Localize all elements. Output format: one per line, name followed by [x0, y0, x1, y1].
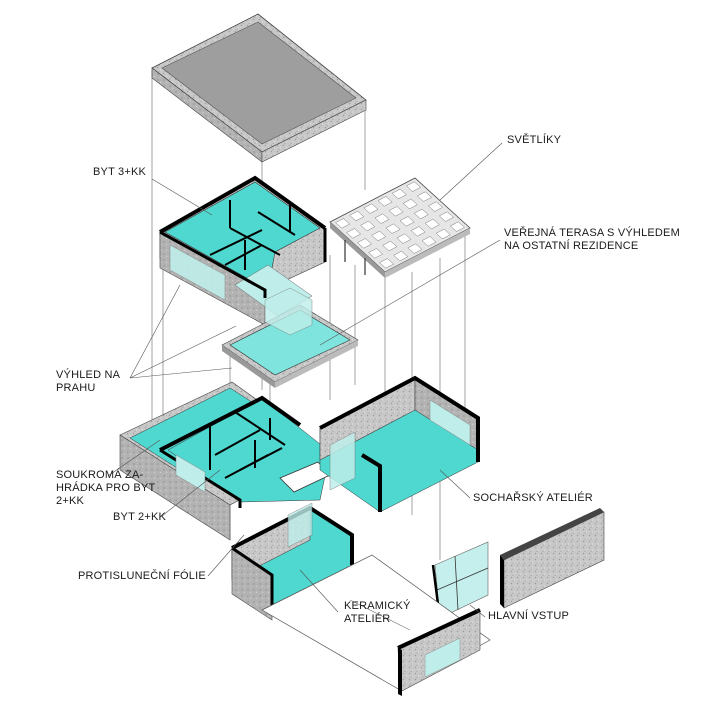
- label-zahradka-line3: 2+KK: [56, 495, 85, 507]
- label-zahradka-line1: SOUKROMÁ ZA-: [56, 469, 144, 481]
- skylight-cell: [435, 228, 451, 240]
- skylight-cell: [363, 203, 379, 214]
- right-wall: [431, 508, 605, 621]
- skylight-cell: [402, 198, 418, 210]
- level-byt-3kk: [159, 175, 327, 326]
- skylight-cell: [385, 223, 401, 234]
- skylight-cell: [449, 221, 465, 232]
- ceramic-studio: [231, 502, 354, 621]
- label-keramicky-line2: ATELIÉR: [344, 613, 391, 625]
- skylight-cell: [349, 210, 365, 222]
- roof-slab: [151, 13, 367, 163]
- label-socharsky-atelier: SOCHAŘSKÝ ATELIÉR: [473, 492, 593, 504]
- skylight-grid: [329, 177, 471, 278]
- skylight-cell: [424, 218, 440, 230]
- label-zahradka-line2: HRÁDKA PRO BYT: [56, 482, 156, 494]
- skylight-cell: [391, 188, 407, 200]
- skylight-cell: [413, 208, 429, 220]
- label-vyhled-line2: PRAHU: [56, 382, 96, 394]
- label-terasa-line1: VEŘEJNÁ TERASA S VÝHLEDEM: [504, 227, 680, 239]
- label-hlavni-vstup: HLAVNÍ VSTUP: [488, 610, 570, 622]
- skylight-cell: [396, 233, 412, 244]
- public-terrace: [221, 287, 359, 388]
- skylight-cell: [421, 236, 437, 247]
- skylight-cell: [416, 191, 432, 202]
- skylight-cell: [427, 201, 443, 212]
- skylight-cell: [410, 226, 426, 237]
- skylight-cell: [382, 240, 398, 252]
- skylight-cell: [346, 228, 362, 239]
- skylight-cell: [377, 196, 393, 207]
- skylight-cell: [393, 250, 409, 262]
- skylight-cell: [399, 216, 415, 227]
- leader-lines: [107, 142, 503, 618]
- label-terasa-line2: NA OSTATNÍ REZIDENCE: [504, 240, 639, 252]
- skylight-cell: [335, 218, 351, 229]
- skylight-cell: [368, 248, 384, 259]
- label-keramicky-line1: KERAMICKÝ: [344, 600, 411, 612]
- skylight-cell: [371, 230, 387, 242]
- label-svetliky: SVĚTLÍKY: [507, 134, 562, 146]
- skylight-cell: [438, 211, 454, 222]
- skylight-cell: [388, 206, 404, 217]
- label-vyhled-line1: VÝHLED NA: [56, 369, 121, 381]
- skylight-cell: [360, 220, 376, 232]
- level-byt-2kk: [119, 381, 331, 541]
- sculpture-studio: [319, 375, 480, 513]
- skylight-cell: [407, 243, 423, 254]
- label-byt-2kk: BYT 2+KK: [113, 511, 167, 523]
- label-protislunecni-folie: PROTISLUNEČNÍ FÓLIE: [78, 570, 206, 582]
- ground-base: [261, 554, 491, 696]
- skylight-cell: [357, 238, 373, 249]
- label-byt-3kk: BYT 3+KK: [93, 166, 147, 178]
- skylight-cell: [405, 181, 421, 192]
- skylight-cell: [379, 258, 395, 269]
- skylight-cell: [374, 213, 390, 224]
